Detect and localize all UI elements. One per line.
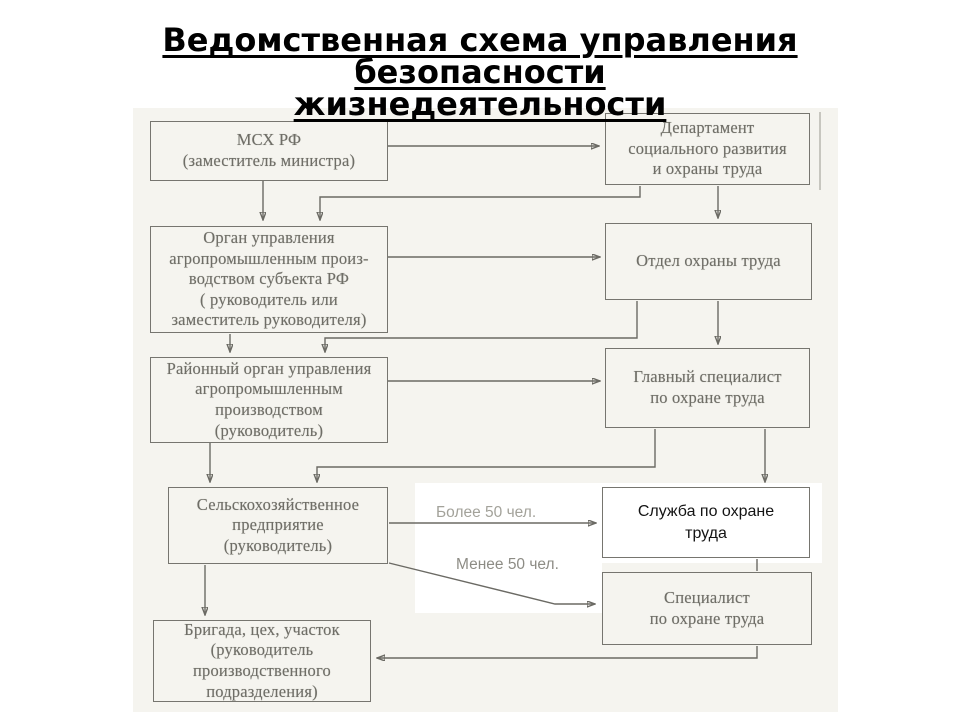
node-selhoz-predpriyatie: Сельскохозяйственное предприятие (руково… [168,487,388,564]
node-glavny-specialist: Главный специалист по охране труда [605,348,810,428]
page-title: Ведомственная схема управления безопасно… [162,21,798,123]
node-brigada-ceh-uchastok: Бригада, цех, участок (руководитель прои… [153,620,371,702]
node-rayonny-organ: Районный орган управления агропромышленн… [150,357,388,443]
edge-label-less-than-50: Менее 50 чел. [456,556,559,573]
edge-label-more-than-50: Более 50 чел. [436,504,537,521]
whiteout-patch-left [415,483,602,613]
node-departament: Департамент социального развития и охран… [605,113,810,185]
node-msx-rf: МСХ РФ (заместитель министра) [150,121,388,181]
node-sluzhba-ohrany-truda: Служба по охране труда [602,487,810,558]
node-otdel-ohrany-truda: Отдел охраны труда [605,223,812,300]
node-specialist-ohrany-truda: Специалист по охране труда [602,572,812,645]
node-organ-upravleniya: Орган управления агропромышленным произ-… [150,226,388,333]
